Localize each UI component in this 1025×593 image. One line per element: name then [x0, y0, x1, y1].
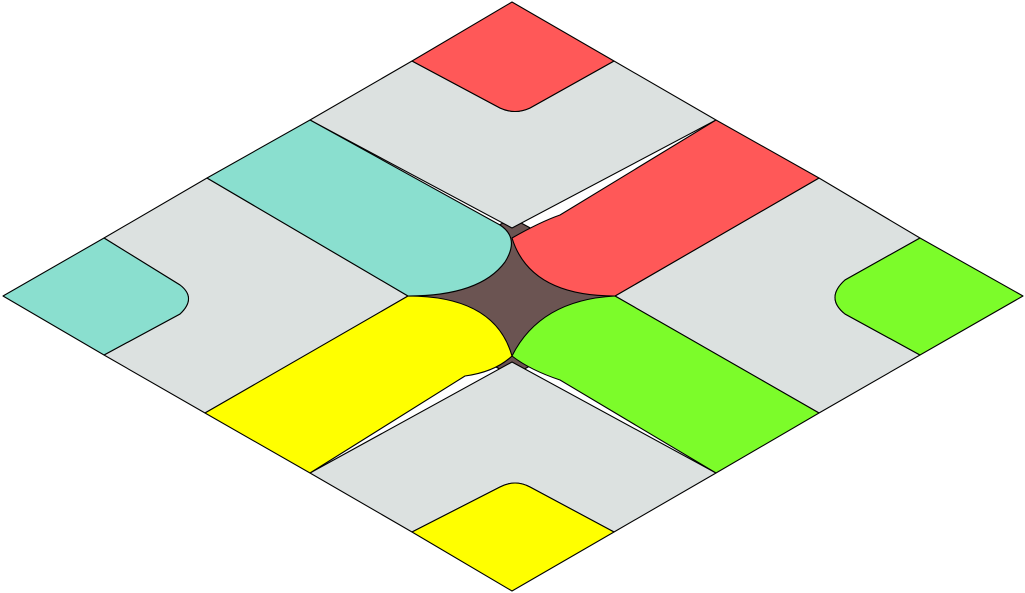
tile-right-corner[interactable]: [834, 237, 1024, 356]
tile-left-corner[interactable]: [2, 237, 190, 356]
tile-top-corner[interactable]: [411, 1, 615, 113]
tile-lower-left-band[interactable]: [204, 295, 513, 474]
tile-bottom-corner[interactable]: [411, 482, 615, 592]
tile-upper-left-band[interactable]: [206, 119, 512, 297]
tile-lower-right-band[interactable]: [511, 295, 820, 474]
